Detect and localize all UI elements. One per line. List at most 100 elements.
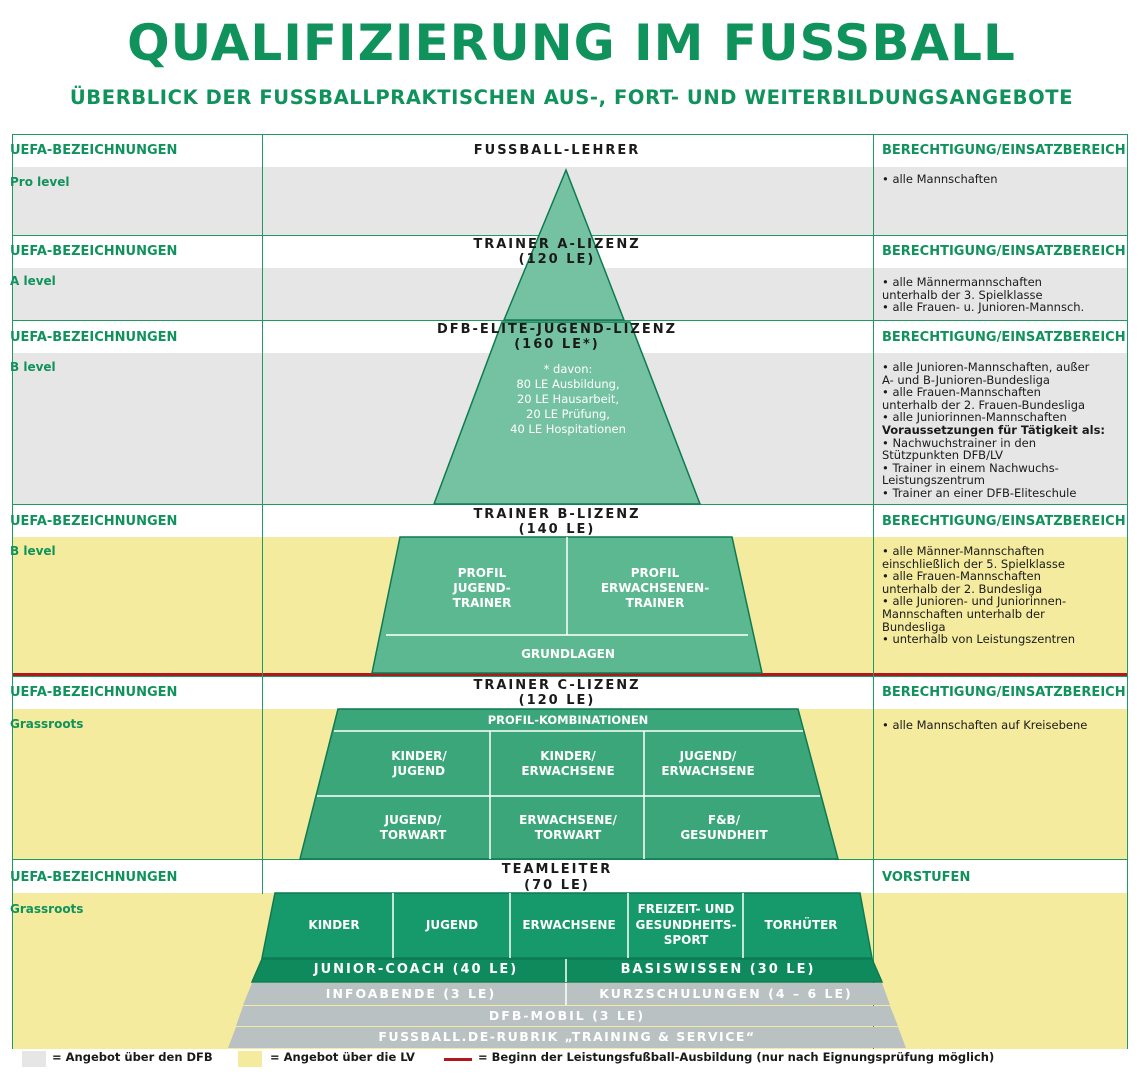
header-row-5 xyxy=(12,676,1127,710)
uefa-label-5: UEFA-BEZEICHNUNGEN xyxy=(10,685,178,700)
legend-swatch-lv xyxy=(238,1051,262,1067)
fussball-de-rubrik: FUSSBALL.DE-RUBRIK „TRAINING & SERVICE“ xyxy=(378,1029,756,1044)
header-row-6 xyxy=(12,859,1127,894)
rights-item: • alle Mannschaften auf Kreisebene xyxy=(882,718,1088,732)
level-sub-3: (160 LE*) xyxy=(514,337,600,352)
rights-item: unterhalb der 2. Frauen-Bundesliga xyxy=(882,397,1086,412)
rights-item: • alle Mannschaften xyxy=(882,172,998,186)
combo-fb-gesundheit: F&B/ GESUNDHEIT xyxy=(680,813,768,842)
level-sub-5: (120 LE) xyxy=(518,693,596,708)
rights-label-5: BERECHTIGUNG/EINSATZBEREICH xyxy=(882,685,1126,700)
level-title-1: FUSSBALL-LEHRER xyxy=(473,143,641,158)
rights-item: • alle Frauen- u. Junioren-Mannsch. xyxy=(882,300,1085,315)
rights-item: • alle Junioren-Mannschaften, außer xyxy=(882,360,1090,374)
rights-label-1: BERECHTIGUNG/EINSATZBEREICH xyxy=(882,143,1126,158)
uefa-label-6: UEFA-BEZEICHNUNGEN xyxy=(10,870,178,885)
rights-item: einschließlich der 5. Spielklasse xyxy=(882,556,1065,571)
rights-item: • alle Frauen-Mannschaften xyxy=(882,569,1041,584)
uefa-label-1: UEFA-BEZEICHNUNGEN xyxy=(10,143,178,158)
header-row-1 xyxy=(12,134,1127,168)
rights-item: • alle Frauen-Mannschaften xyxy=(882,385,1041,400)
dfb-mobil: DFB-MOBIL (3 LE) xyxy=(488,1008,646,1023)
basiswissen: BASISWISSEN (30 LE) xyxy=(620,962,816,977)
rights-item: unterhalb der 3. Spielklasse xyxy=(882,287,1043,302)
module-erwachsene: ERWACHSENE xyxy=(522,918,616,932)
legend-swatch-line xyxy=(444,1058,472,1061)
level-sub-4: (140 LE) xyxy=(518,522,596,537)
uefa-level-6: Grassroots xyxy=(10,902,84,916)
page-subtitle: ÜBERBLICK DER FUSSBALLPRAKTISCHEN AUS-, … xyxy=(69,86,1074,109)
combo-jugend-erwachsene: JUGEND/ ERWACHSENE xyxy=(661,749,755,778)
legend-line: = Beginn der Leistungsfußball-Ausbildung… xyxy=(478,1050,995,1064)
level-title-2: TRAINER A-LIZENZ xyxy=(473,237,641,252)
combo-kinder-erwachsene: KINDER/ ERWACHSENE xyxy=(521,749,615,778)
rights-list-3: • alle Junioren-Mannschaften, außer A- u… xyxy=(882,361,1122,500)
pyramid-junior-basis xyxy=(250,958,884,983)
rights-label-3: BERECHTIGUNG/EINSATZBEREICH xyxy=(882,330,1126,345)
rights-list-4: • alle Männer-Mannschaften einschließlic… xyxy=(882,545,1122,646)
rights-item: Bundesliga xyxy=(882,619,946,634)
uefa-level-4: B level xyxy=(10,544,56,558)
level-title-4: TRAINER B-LIZENZ xyxy=(473,507,641,522)
pyramid-elite xyxy=(432,321,702,505)
infoabende: INFOABENDE (3 LE) xyxy=(325,986,497,1001)
rights-label-4: BERECHTIGUNG/EINSATZBEREICH xyxy=(882,514,1126,529)
module-freizeit: FREIZEIT- UND GESUNDHEITS- SPORT xyxy=(635,902,737,947)
header-row-4 xyxy=(12,504,1127,538)
pre-stages-label: VORSTUFEN xyxy=(882,870,971,885)
uefa-level-5: Grassroots xyxy=(10,717,84,731)
module-kinder: KINDER xyxy=(308,918,360,932)
profile-jugend: PROFIL JUGEND- TRAINER xyxy=(452,566,512,610)
column-separator-left xyxy=(262,134,263,894)
rights-item: unterhalb der 2. Bundesliga xyxy=(882,581,1043,596)
rights-item: A- und B-Junioren-Bundesliga xyxy=(882,372,1050,387)
rights-item: • alle Juniorinnen-Mannschaften xyxy=(882,410,1067,425)
junior-coach: JUNIOR-COACH (40 LE) xyxy=(313,962,519,977)
uefa-label-2: UEFA-BEZEICHNUNGEN xyxy=(10,244,178,259)
frame-right xyxy=(1127,134,1128,1049)
uefa-level-1: Pro level xyxy=(10,175,70,189)
performance-start-line xyxy=(12,673,1127,676)
requirements-title: Voraussetzungen für Tätigkeit als: xyxy=(882,422,1106,437)
rights-list-1: • alle Mannschaften xyxy=(882,173,1122,186)
rights-list-5: • alle Mannschaften auf Kreisebene xyxy=(882,719,1122,732)
uefa-level-2: A level xyxy=(10,274,56,288)
rights-label-2: BERECHTIGUNG/EINSATZBEREICH xyxy=(882,244,1126,259)
elite-hours-note: * davon: 80 LE Ausbildung, 20 LE Hausarb… xyxy=(510,362,626,436)
rights-item: • alle Junioren- und Juniorinnen- xyxy=(882,594,1067,609)
level-title-3: DFB-ELITE-JUGEND-LIZENZ xyxy=(436,322,678,337)
uefa-label-3: UEFA-BEZEICHNUNGEN xyxy=(10,330,178,345)
level-title-6: TEAMLEITER xyxy=(501,862,613,877)
legend-swatch-dfb xyxy=(22,1051,46,1067)
rights-item: • alle Männer-Mannschaften xyxy=(882,544,1045,558)
rights-item: • alle Männermannschaften xyxy=(882,275,1042,289)
level-sub-6: (70 LE) xyxy=(524,878,590,893)
b-grundlagen: GRUNDLAGEN xyxy=(521,647,615,661)
uefa-level-3: B level xyxy=(10,360,56,374)
level-title-5: TRAINER C-LIZENZ xyxy=(473,678,641,693)
pyramid-top xyxy=(502,167,626,321)
pyramid-c-lizenz xyxy=(299,708,839,860)
requirements-item: • Nachwuchstrainer in den xyxy=(882,435,1037,450)
page-title: QUALIFIZIERUNG IM FUSSBALL xyxy=(127,14,1016,72)
pyramid-teamleiter xyxy=(261,892,873,959)
rights-list-2: • alle Männermannschaften unterhalb der … xyxy=(882,276,1122,314)
module-jugend: JUGEND xyxy=(425,918,479,932)
legend-lv: = Angebot über die LV xyxy=(270,1050,415,1064)
profile-erwachsene: PROFIL ERWACHSENEN- TRAINER xyxy=(600,566,710,610)
combo-erwachsene-torwart: ERWACHSENE/ TORWART xyxy=(519,813,617,842)
pyramid-rubrik xyxy=(228,1027,906,1048)
pyramid-mobil xyxy=(236,1006,898,1026)
legend-dfb: = Angebot über den DFB xyxy=(52,1050,213,1064)
rights-item: Mannschaften unterhalb der xyxy=(882,606,1045,621)
frame-left xyxy=(12,134,13,1049)
combo-kinder-jugend: KINDER/ JUGEND xyxy=(391,749,447,778)
module-torhueter: TORHÜTER xyxy=(764,918,838,932)
profile-combinations-title: PROFIL-KOMBINATIONEN xyxy=(487,713,649,727)
combo-jugend-torwart: JUGEND/ TORWART xyxy=(379,813,447,842)
kurzschulungen: KURZSCHULUNGEN (4 – 6 LE) xyxy=(599,986,853,1001)
requirements-item: Stützpunkten DFB/LV xyxy=(882,448,1003,463)
level-sub-2: (120 LE) xyxy=(518,252,596,267)
uefa-label-4: UEFA-BEZEICHNUNGEN xyxy=(10,514,178,529)
